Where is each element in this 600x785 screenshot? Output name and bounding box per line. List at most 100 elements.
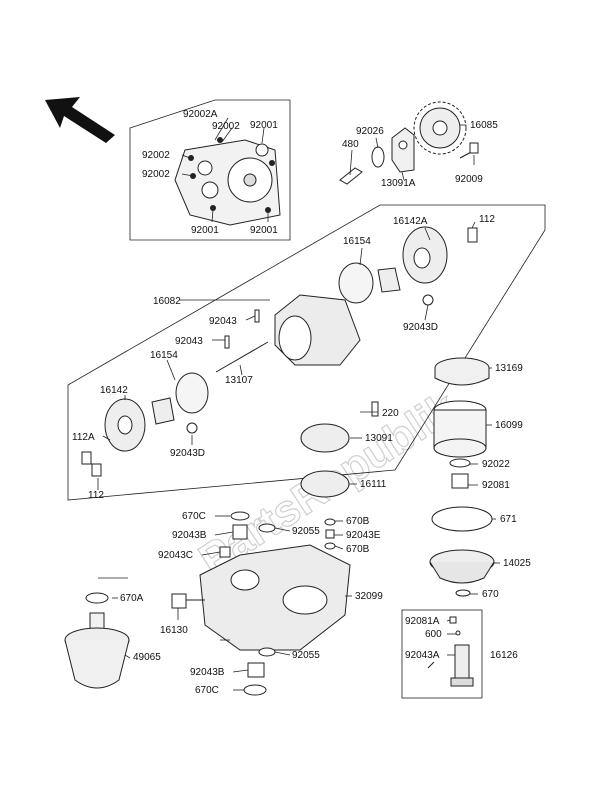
label-13107: 13107	[225, 375, 253, 386]
washer-92055-upper	[258, 523, 276, 533]
label-670b-a: 670B	[346, 516, 370, 527]
label-600: 600	[425, 629, 442, 640]
label-92002-b: 92002	[142, 150, 170, 161]
label-670c-a: 670C	[182, 511, 206, 522]
bolt-92009	[459, 142, 479, 159]
label-112-a: 112	[479, 214, 495, 225]
label-92081a: 92081A	[405, 616, 440, 627]
label-16082: 16082	[153, 296, 181, 307]
pump-cover-16142	[104, 398, 146, 452]
collar-92043b-upper	[232, 524, 248, 540]
part-labels: 92002A 92002 92001 92002 92002 92001 920…	[72, 109, 531, 696]
label-92043c: 92043C	[158, 550, 193, 561]
spring-92081a	[449, 616, 457, 624]
strainer-49065	[64, 592, 130, 689]
label-112-b: 112	[88, 490, 104, 501]
filter-base-14025	[429, 549, 495, 584]
label-92043b-b: 92043B	[190, 667, 225, 678]
bolt-112-upper	[467, 227, 478, 243]
dowel-92043d-upper	[422, 294, 434, 306]
label-92001-b: 92001	[191, 225, 219, 236]
label-671: 671	[500, 514, 517, 525]
collar-92043b-lower	[247, 662, 265, 678]
shaft-13107	[215, 341, 269, 373]
label-92043-b: 92043	[175, 336, 203, 347]
label-92043d-b: 92043D	[170, 448, 205, 459]
label-112a: 112A	[72, 432, 95, 443]
bolt-112-lower	[91, 463, 102, 477]
pump-rotor-16154-lower	[151, 372, 209, 425]
label-16154-a: 16154	[343, 236, 371, 247]
label-670c-b: 670C	[195, 685, 219, 696]
label-13091a: 13091A	[381, 178, 416, 189]
inset-box-cover	[129, 99, 291, 241]
cover-13169	[434, 357, 490, 386]
label-49065: 49065	[133, 652, 161, 663]
label-92026: 92026	[356, 126, 384, 137]
spring-92081	[451, 473, 469, 489]
o-ring-671	[431, 506, 493, 532]
ball-600	[455, 630, 461, 636]
screen-16111	[300, 470, 350, 498]
label-14025: 14025	[503, 558, 531, 569]
label-92002-c: 92002	[142, 169, 170, 180]
label-16154-b: 16154	[150, 350, 178, 361]
label-16142a: 16142A	[393, 216, 428, 227]
dowel-92043d-lower	[186, 422, 198, 434]
label-16099: 16099	[495, 420, 523, 431]
label-92055-a: 92055	[292, 526, 320, 537]
label-92043e: 92043E	[346, 530, 381, 541]
label-32099: 32099	[355, 591, 383, 602]
pump-housing	[274, 294, 361, 366]
label-92043a: 92043A	[405, 650, 440, 661]
label-480: 480	[342, 139, 359, 150]
pin-92043-b	[224, 335, 230, 349]
washer-92022	[449, 458, 471, 468]
label-13169: 13169	[495, 363, 523, 374]
collar-92043c	[219, 546, 231, 558]
pin-92043-a	[254, 309, 260, 323]
circlip-480	[339, 167, 363, 185]
o-ring-670c-upper	[230, 511, 250, 521]
oil-pan-32099	[199, 544, 351, 651]
bolt-112a	[81, 451, 92, 465]
label-92043-a: 92043	[209, 316, 237, 327]
collar-92043e	[325, 529, 335, 539]
o-ring-670b-upper	[324, 518, 336, 526]
label-670b-b: 670B	[346, 544, 370, 555]
o-ring-670	[455, 589, 471, 597]
label-92001-c: 92001	[250, 225, 278, 236]
o-ring-670c-lower	[243, 684, 267, 696]
label-92002a: 92002A	[183, 109, 218, 120]
label-92022: 92022	[482, 459, 510, 470]
label-16130: 16130	[160, 625, 188, 636]
label-92043b-a: 92043B	[172, 530, 207, 541]
relief-valve-16126	[450, 644, 474, 687]
label-16085: 16085	[470, 120, 498, 131]
bolt-220	[371, 401, 379, 417]
pump-cover-inset	[174, 137, 281, 226]
inset-box-relief-valve	[401, 609, 483, 699]
leader-lines	[97, 117, 500, 691]
pump-cover-16142a	[402, 226, 448, 284]
label-92002-a: 92002	[212, 121, 240, 132]
bracket-13091a	[391, 127, 415, 173]
washer-92055-lower	[258, 647, 276, 657]
label-92001-a: 92001	[250, 120, 278, 131]
plate-13091	[300, 423, 350, 453]
label-670a: 670A	[120, 593, 144, 604]
label-16142: 16142	[100, 385, 128, 396]
label-92043d-a: 92043D	[403, 322, 438, 333]
label-92009: 92009	[455, 174, 483, 185]
sprocket-16085	[413, 101, 467, 155]
front-direction-arrow-icon	[45, 97, 115, 143]
inset-box-pump	[67, 204, 546, 501]
label-670: 670	[482, 589, 499, 600]
label-92081: 92081	[482, 480, 510, 491]
fitting-16130	[171, 593, 205, 609]
pin-92043a	[427, 661, 435, 669]
label-16111: 16111	[360, 479, 387, 490]
o-ring-670b-lower	[324, 542, 336, 550]
